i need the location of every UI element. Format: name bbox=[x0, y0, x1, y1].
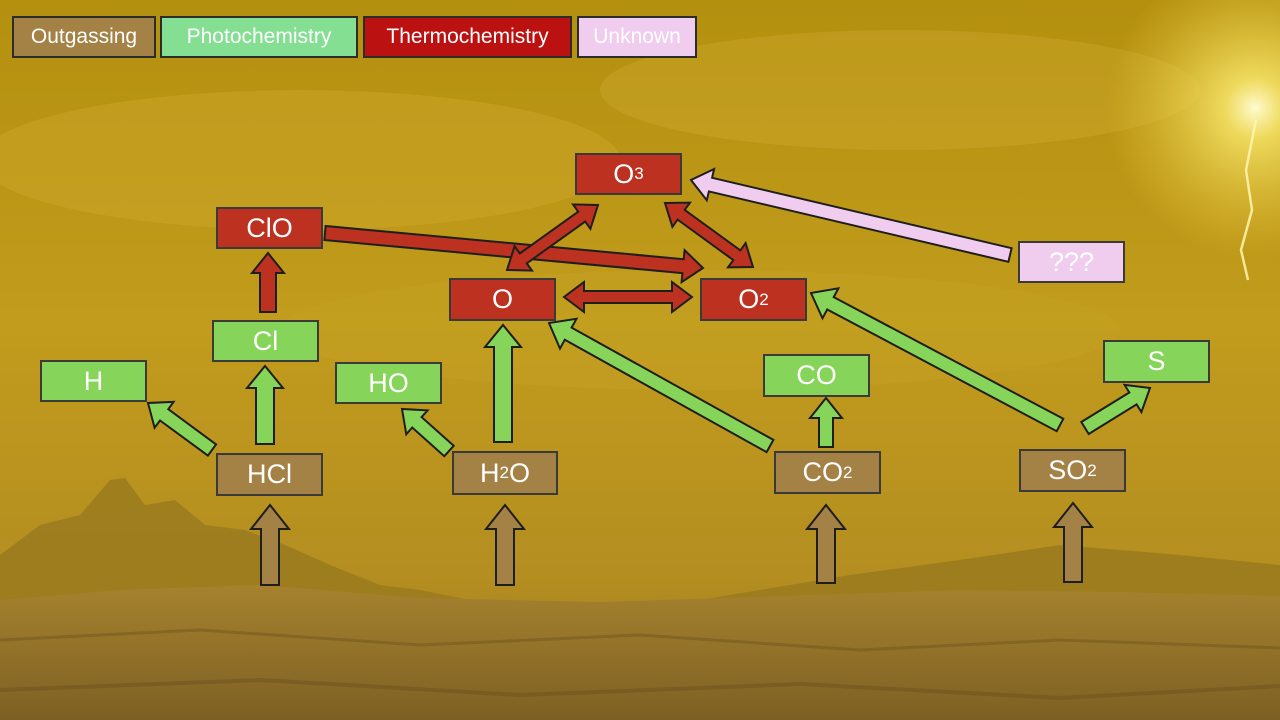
arrow-o-o2 bbox=[562, 280, 694, 314]
arrow-outgas-hcl bbox=[248, 503, 292, 586]
node-co: CO bbox=[763, 354, 870, 397]
node-hcl: HCl bbox=[216, 453, 323, 496]
arrow-outgas-so2 bbox=[1051, 501, 1095, 583]
arrow-so2-to-s bbox=[1079, 383, 1152, 436]
node-s: S bbox=[1103, 340, 1210, 383]
node-cl: Cl bbox=[212, 320, 319, 362]
legend-thermochemistry-label: Thermochemistry bbox=[386, 25, 549, 48]
arrow-co2-to-co bbox=[807, 396, 845, 448]
arrow-h2o-to-o bbox=[482, 323, 524, 443]
arrow-outgas-h2o bbox=[483, 503, 527, 586]
legend-unknown-label: Unknown bbox=[593, 25, 681, 48]
arrow-so2-to-o2 bbox=[809, 286, 1065, 433]
node-clo: ClO bbox=[216, 207, 323, 249]
node-o: O bbox=[449, 278, 556, 321]
arrow-h2o-to-ho bbox=[400, 407, 456, 458]
arrow-o3-o2 bbox=[663, 201, 755, 269]
legend-thermochemistry: Thermochemistry bbox=[363, 16, 572, 58]
node-unknown: ??? bbox=[1018, 241, 1125, 283]
arrow-hcl-to-cl bbox=[244, 364, 286, 445]
arrow-unknown-to-o3 bbox=[689, 167, 1013, 264]
arrow-hcl-to-h bbox=[146, 400, 218, 457]
legend-photochemistry: Photochemistry bbox=[160, 16, 358, 58]
arrow-co2-to-o bbox=[547, 317, 775, 454]
legend-unknown: Unknown bbox=[577, 16, 697, 58]
node-h: H bbox=[40, 360, 147, 402]
legend-outgassing: Outgassing bbox=[12, 16, 156, 58]
legend-photochemistry-label: Photochemistry bbox=[186, 25, 332, 48]
legend-outgassing-label: Outgassing bbox=[30, 25, 138, 48]
arrow-o-o3 bbox=[505, 203, 600, 272]
arrow-outgas-co2 bbox=[804, 503, 848, 584]
node-ho: HO bbox=[335, 362, 442, 404]
arrow-cl-to-clo bbox=[249, 251, 287, 313]
